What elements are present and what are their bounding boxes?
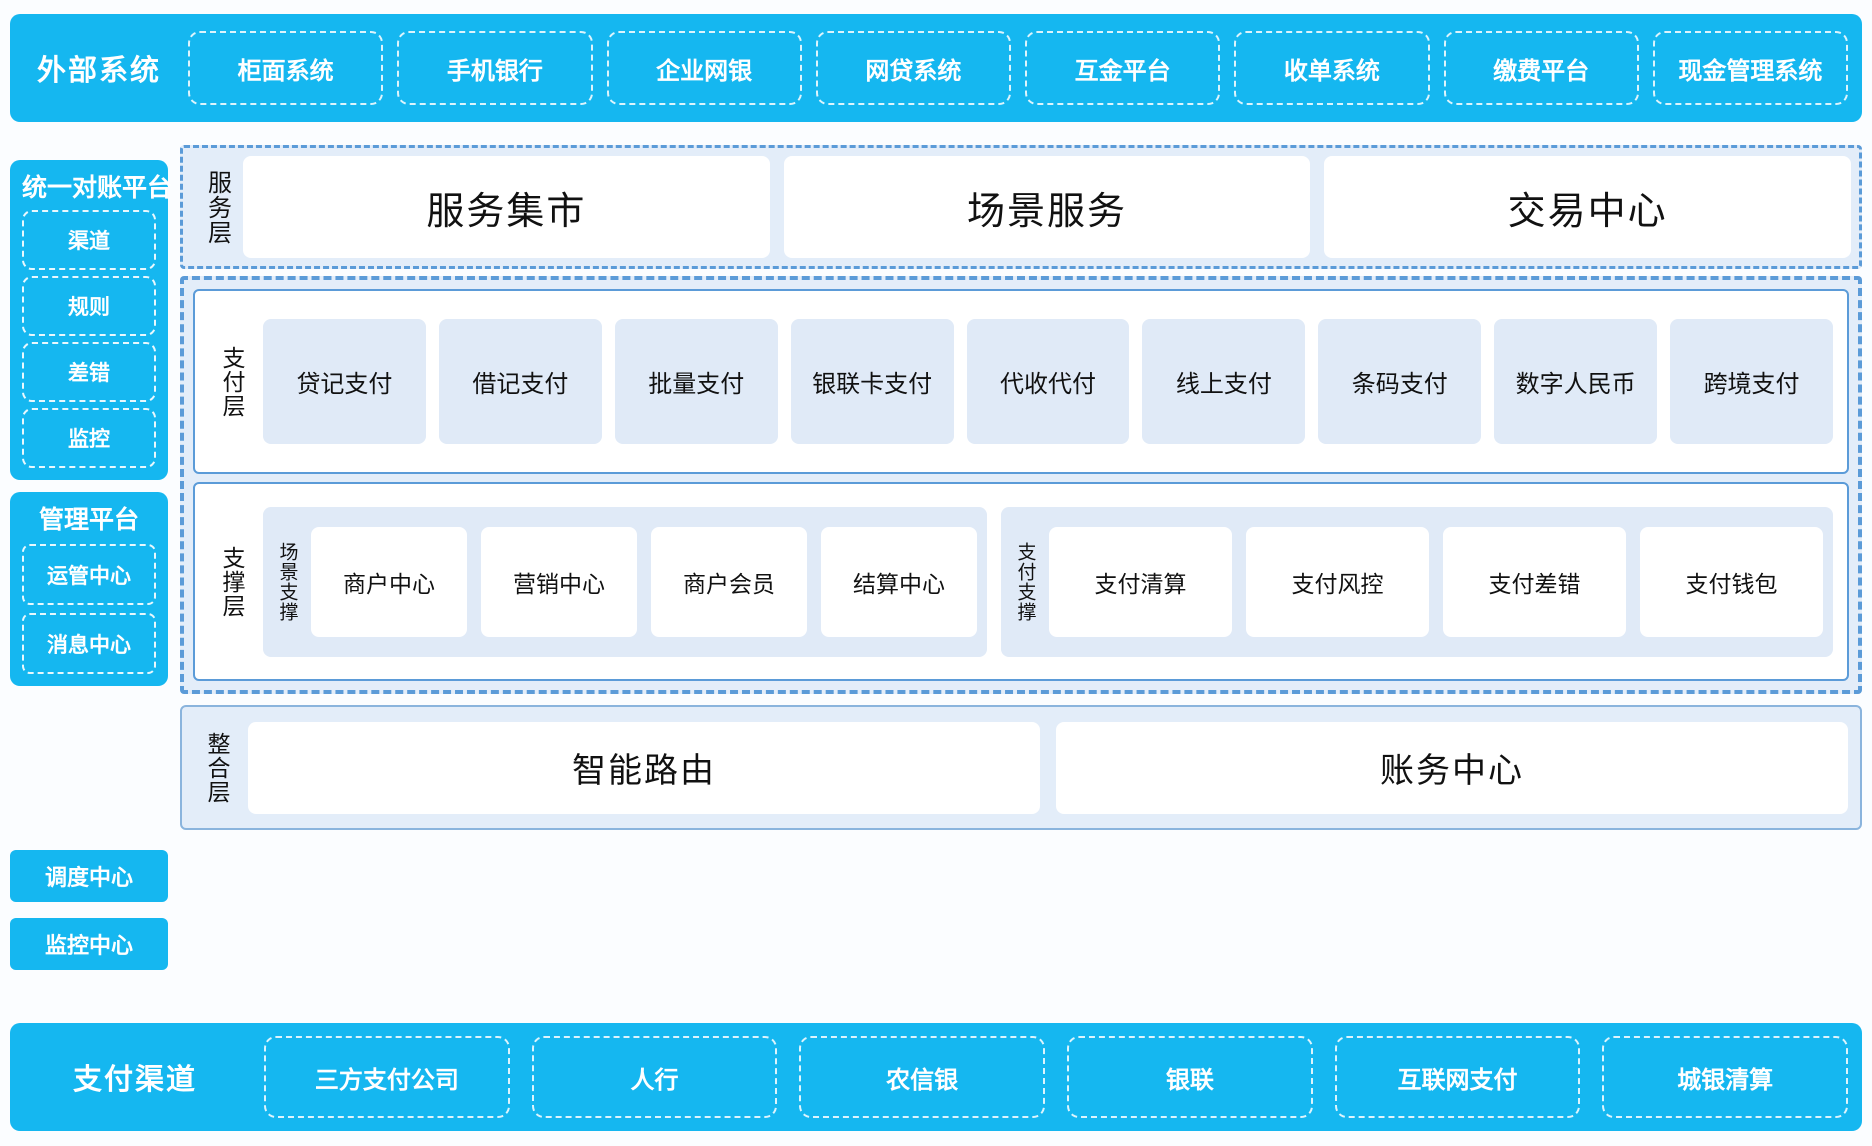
payment-layer-card[interactable]: 条码支付 — [1318, 319, 1482, 444]
external-system-item[interactable]: 柜面系统 — [188, 31, 384, 105]
payment-channel-item[interactable]: 城银清算 — [1602, 1036, 1849, 1118]
recon-platform-title: 统一对账平台 — [22, 174, 173, 202]
payment-layer-card-list: 贷记支付 借记支付 批量支付 银联卡支付 代收代付 线上支付 条码支付 数字人民… — [263, 319, 1834, 444]
support-layer-label: 支撑层 — [219, 545, 245, 618]
recon-platform-item-channel[interactable]: 渠道 — [22, 210, 156, 270]
payment-layer-card[interactable]: 银联卡支付 — [790, 319, 954, 444]
payment-channel-item[interactable]: 银联 — [1067, 1036, 1313, 1118]
payment-channel-item[interactable]: 三方支付公司 — [264, 1036, 510, 1118]
integration-layer-card-router[interactable]: 智能路由 — [248, 721, 1040, 814]
payment-layer-label: 支付层 — [219, 345, 245, 418]
service-layer-card-market[interactable]: 服务集市 — [243, 156, 770, 258]
payment-channel-item[interactable]: 互联网支付 — [1334, 1036, 1581, 1118]
external-system-item[interactable]: 现金管理系统 — [1652, 31, 1848, 105]
service-layer-card-transaction[interactable]: 交易中心 — [1324, 156, 1852, 258]
external-systems-chip-list: 柜面系统 手机银行 企业网银 网贷系统 互金平台 收单系统 缴费平台 现金管理系… — [188, 31, 1848, 105]
scene-support-label: 场景支撑 — [276, 541, 298, 622]
scene-support-block: 场景支撑 商户中心 营销中心 商户会员 结算中心 — [263, 506, 987, 657]
recon-platform-item-error[interactable]: 差错 — [22, 342, 156, 402]
payment-channels-bar: 支付渠道 三方支付公司 人行 农信银 银联 互联网支付 城银清算 — [10, 1023, 1862, 1131]
scene-support-card[interactable]: 营销中心 — [481, 526, 637, 637]
payment-support-block: 支付支撑 支付清算 支付风控 支付差错 支付钱包 — [1001, 506, 1833, 657]
integration-layer: 整合层 智能路由 账务中心 — [180, 705, 1862, 830]
payment-channel-item[interactable]: 农信银 — [799, 1036, 1046, 1118]
payment-layer-card[interactable]: 代收代付 — [966, 319, 1130, 444]
support-layer-group-list: 场景支撑 商户中心 营销中心 商户会员 结算中心 支付支撑 支付清算 支付风控 … — [263, 506, 1833, 657]
support-layer: 支撑层 场景支撑 商户中心 营销中心 商户会员 结算中心 支付支撑 支付清算 — [193, 482, 1849, 681]
dispatch-center-box[interactable]: 调度中心 — [10, 850, 168, 902]
service-layer-group: 服务层 服务集市 场景服务 交易中心 — [180, 145, 1862, 269]
payment-channels-chip-list: 三方支付公司 人行 农信银 银联 互联网支付 城银清算 — [264, 1036, 1849, 1118]
core-layers-group: 支付层 贷记支付 借记支付 批量支付 银联卡支付 代收代付 线上支付 条码支付 … — [180, 276, 1862, 694]
external-system-item[interactable]: 收单系统 — [1234, 31, 1430, 105]
payment-support-card-list: 支付清算 支付风控 支付差错 支付钱包 — [1049, 526, 1823, 637]
integration-layer-label: 整合层 — [204, 731, 230, 804]
monitor-center-box[interactable]: 监控中心 — [10, 918, 168, 970]
payment-support-card[interactable]: 支付风控 — [1246, 526, 1429, 637]
payment-layer-card[interactable]: 数字人民币 — [1494, 319, 1658, 444]
payment-layer: 支付层 贷记支付 借记支付 批量支付 银联卡支付 代收代付 线上支付 条码支付 … — [193, 289, 1849, 474]
integration-layer-card-accounting[interactable]: 账务中心 — [1056, 721, 1848, 814]
external-systems-bar: 外部系统 柜面系统 手机银行 企业网银 网贷系统 互金平台 收单系统 缴费平台 … — [10, 14, 1862, 122]
recon-platform-item-monitor[interactable]: 监控 — [22, 408, 156, 468]
payment-layer-card[interactable]: 借记支付 — [438, 319, 602, 444]
management-platform-item-ops[interactable]: 运管中心 — [22, 544, 156, 605]
management-platform-item-message[interactable]: 消息中心 — [22, 613, 156, 674]
external-systems-title: 外部系统 — [36, 55, 161, 87]
external-system-item[interactable]: 网贷系统 — [815, 31, 1011, 105]
external-system-item[interactable]: 企业网银 — [606, 31, 802, 105]
external-system-item[interactable]: 互金平台 — [1025, 31, 1221, 105]
management-platform: 管理平台 运管中心 消息中心 — [10, 492, 168, 686]
payment-support-card[interactable]: 支付清算 — [1049, 526, 1232, 637]
scene-support-card-list: 商户中心 营销中心 商户会员 结算中心 — [311, 526, 977, 637]
payment-layer-card[interactable]: 贷记支付 — [263, 319, 426, 444]
payment-layer-card[interactable]: 批量支付 — [614, 319, 778, 444]
external-system-item[interactable]: 缴费平台 — [1443, 31, 1639, 105]
scene-support-card[interactable]: 商户会员 — [651, 526, 807, 637]
recon-platform-item-rule[interactable]: 规则 — [22, 276, 156, 336]
scene-support-card[interactable]: 结算中心 — [821, 526, 977, 637]
unified-reconciliation-platform: 统一对账平台 渠道 规则 差错 监控 — [10, 160, 173, 480]
payment-layer-card[interactable]: 跨境支付 — [1670, 319, 1834, 444]
service-layer-label: 服务层 — [203, 169, 231, 245]
service-layer-card-list: 服务集市 场景服务 交易中心 — [243, 156, 1852, 258]
integration-layer-card-list: 智能路由 账务中心 — [248, 721, 1848, 814]
service-layer-card-scene[interactable]: 场景服务 — [783, 156, 1311, 258]
payment-layer-card[interactable]: 线上支付 — [1142, 319, 1306, 444]
management-platform-title: 管理平台 — [38, 506, 139, 534]
payment-channel-item[interactable]: 人行 — [531, 1036, 778, 1118]
external-system-item[interactable]: 手机银行 — [397, 31, 593, 105]
payment-support-label: 支付支撑 — [1014, 541, 1036, 622]
payment-support-card[interactable]: 支付差错 — [1443, 526, 1626, 637]
payment-support-card[interactable]: 支付钱包 — [1640, 526, 1823, 637]
scene-support-card[interactable]: 商户中心 — [311, 526, 467, 637]
payment-channels-title: 支付渠道 — [72, 1064, 197, 1096]
